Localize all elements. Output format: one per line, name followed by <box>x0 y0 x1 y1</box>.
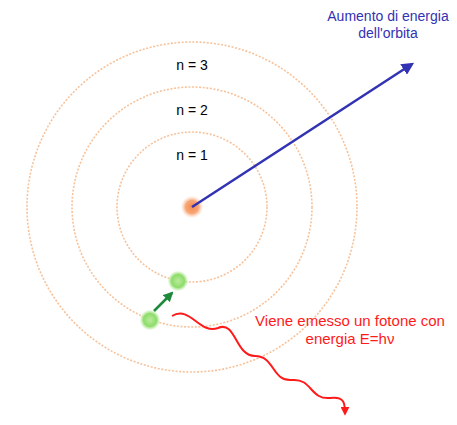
electron <box>168 271 188 291</box>
photon-note: Viene emesso un fotone con energia E=hν <box>255 312 445 348</box>
energy-note: Aumento di energia dell'orbita <box>323 8 453 42</box>
energy-arrow <box>192 64 412 207</box>
transition-arrow <box>154 293 172 311</box>
orbit-label: n = 1 <box>162 147 222 164</box>
orbit-label: n = 3 <box>162 57 222 74</box>
electron <box>140 310 160 330</box>
orbit-label: n = 2 <box>162 102 222 119</box>
